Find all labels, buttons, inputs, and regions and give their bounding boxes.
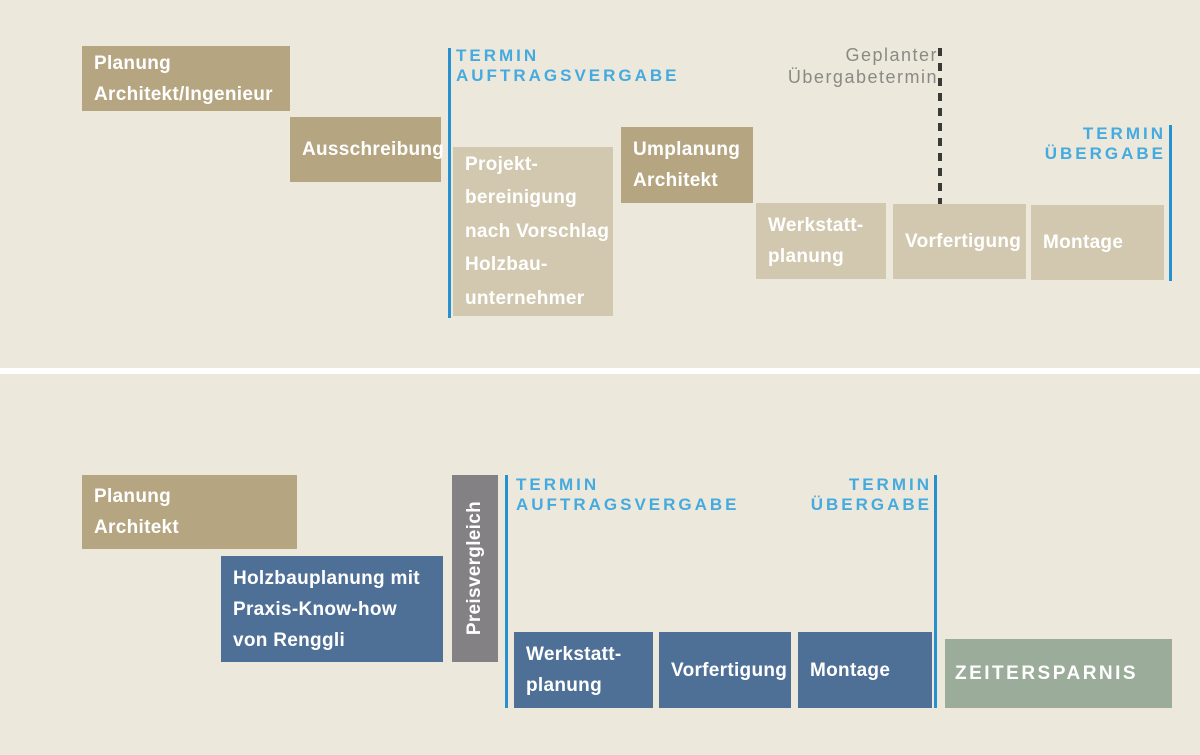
phase-label: Ausschreibung (302, 139, 445, 160)
phase-box-umplanung-architekt: Umplanung Architekt (621, 127, 753, 203)
phase-label: Vorfertigung (671, 659, 788, 681)
milestone-line-auftragsvergabe-bottom (505, 475, 508, 708)
planned-handover-dashed-line (938, 48, 942, 205)
phase-label: Preisvergleich (464, 501, 485, 636)
time-savings-box: ZEITERSPARNIS (945, 639, 1172, 708)
phase-label: Projekt- bereinigung nach Vorschlag Holz… (465, 153, 610, 309)
milestone-line-uebergabe-top (1169, 125, 1172, 281)
phase-box-werkstattplanung-bottom: Werkstatt- planung (514, 632, 653, 708)
phase-box-werkstattplanung-top: Werkstatt- planung (756, 203, 886, 279)
planned-handover-label: Geplanter Übergabetermin (787, 45, 938, 87)
time-savings-label: ZEITERSPARNIS (955, 663, 1139, 684)
phase-label: Planung Architekt/Ingenieur (94, 52, 273, 105)
phase-box-vorfertigung-bottom: Vorfertigung (659, 632, 791, 708)
phase-box-projektbereinigung: Projekt- bereinigung nach Vorschlag Holz… (453, 147, 613, 316)
phase-box-holzbauplanung-renggli: Holzbauplanung mit Praxis-Know-how von R… (221, 556, 443, 662)
phase-box-montage-bottom: Montage (798, 632, 932, 708)
phase-box-montage-top: Montage (1031, 205, 1164, 280)
phase-label: Umplanung Architekt (633, 139, 741, 191)
milestone-label-uebergabe-bottom: TERMIN ÜBERGABE (810, 475, 932, 514)
phase-box-preisvergleich: Preisvergleich (452, 475, 498, 662)
phase-label: Montage (1043, 232, 1124, 253)
phase-label: Vorfertigung (905, 231, 1022, 252)
phase-label: Montage (810, 659, 891, 681)
phase-box-planung-architekt-ingenieur: Planung Architekt/Ingenieur (82, 46, 290, 111)
milestone-label-auftragsvergabe-top: TERMIN AUFTRAGSVERGABE (456, 46, 680, 85)
phase-box-ausschreibung: Ausschreibung (290, 117, 445, 182)
phase-label: Werkstatt- planung (768, 215, 864, 267)
phase-label: Planung Architekt (94, 486, 180, 538)
milestone-label-auftragsvergabe-bottom: TERMIN AUFTRAGSVERGABE (516, 475, 740, 514)
milestone-label-uebergabe-top: TERMIN ÜBERGABE (1044, 124, 1166, 163)
phase-box-vorfertigung-top: Vorfertigung (893, 204, 1026, 279)
milestone-line-uebergabe-bottom (934, 475, 937, 708)
phase-label: Holzbauplanung mit Praxis-Know-how von R… (233, 567, 420, 651)
phase-box-planung-architekt: Planung Architekt (82, 475, 297, 549)
phase-label: Werkstatt- planung (526, 644, 622, 696)
milestone-line-auftragsvergabe-top (448, 48, 451, 318)
